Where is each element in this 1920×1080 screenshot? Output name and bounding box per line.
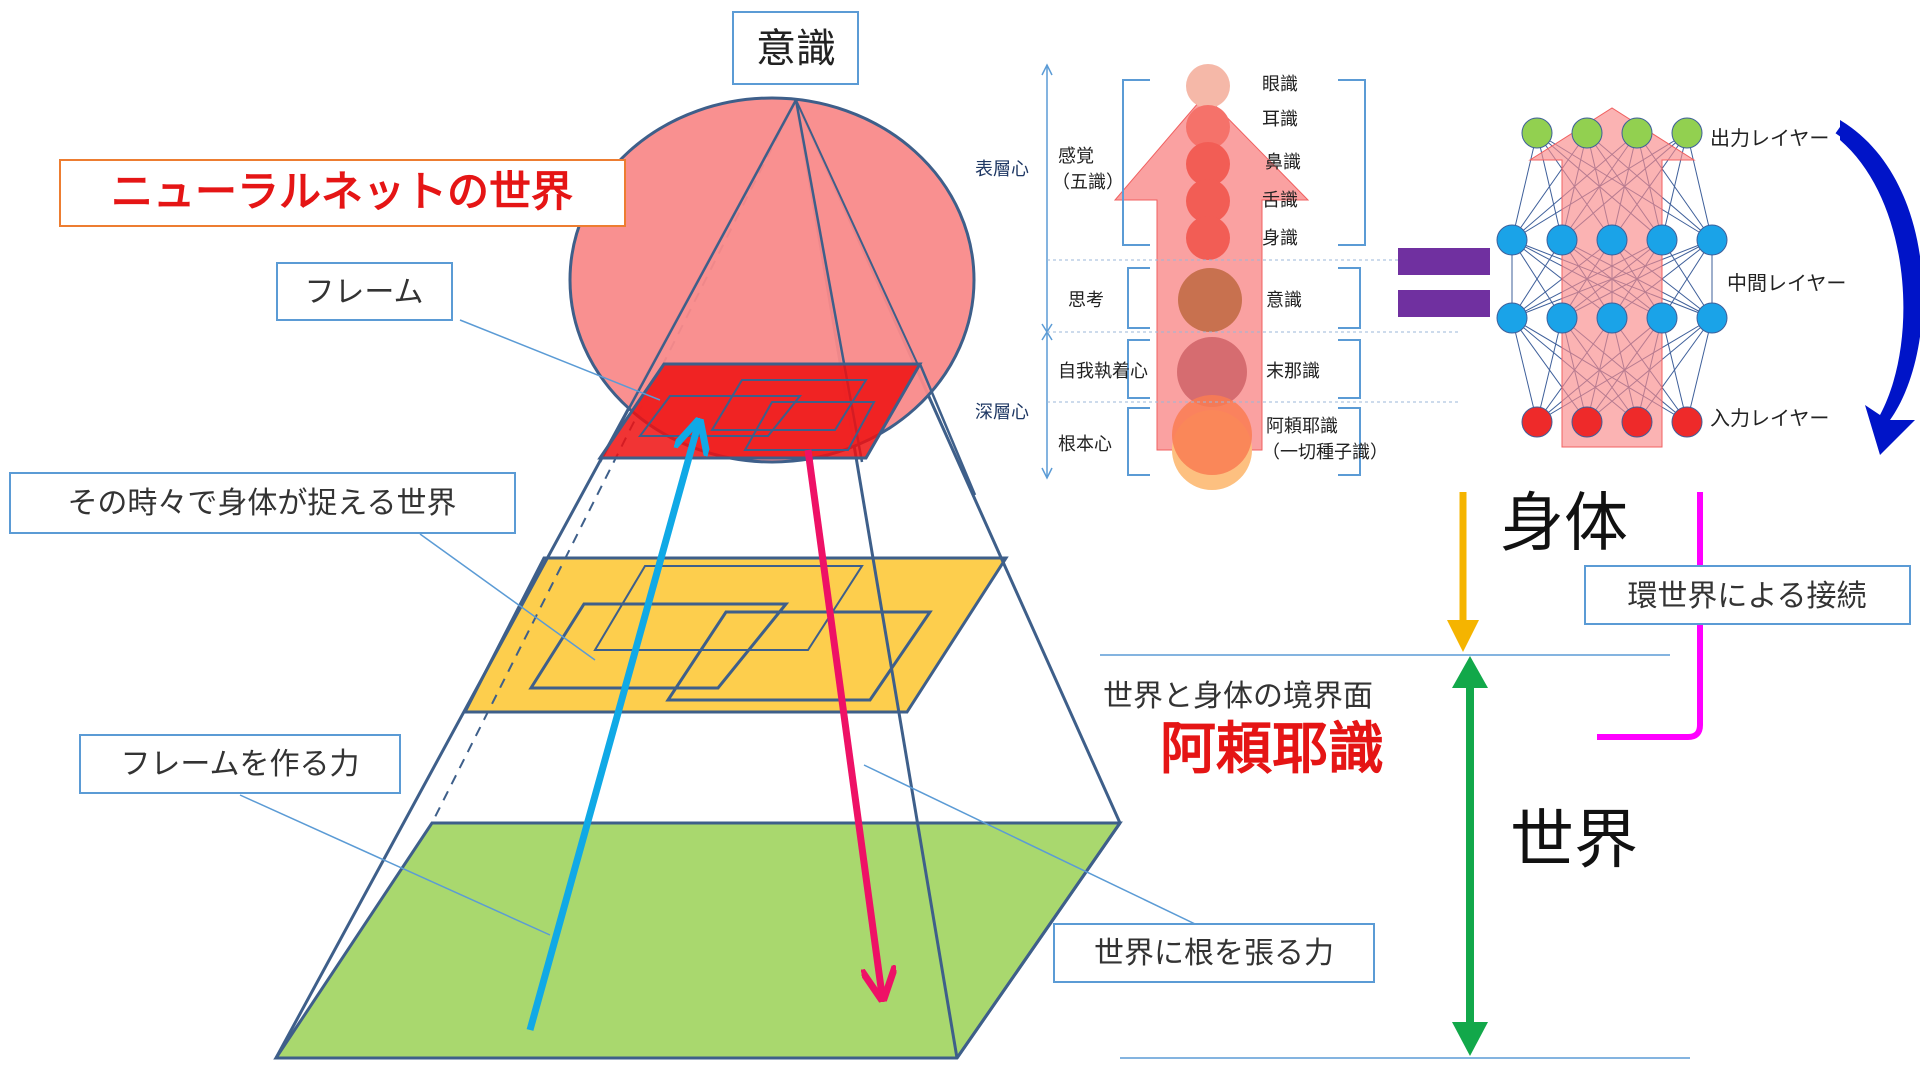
mind-consciousness-label: 意識 — [1266, 290, 1302, 311]
mind-chart: 表層心 深層心 感覚 （五識） 思考 自我執着心 根本心 眼識 耳識 鼻識 舌識… — [975, 63, 1460, 490]
up-arrow-icon — [526, 425, 698, 1031]
nn-node — [1696, 302, 1728, 334]
pyramid — [273, 96, 1123, 1060]
red-frame-3 — [743, 401, 876, 451]
nn-node — [1571, 117, 1603, 149]
environment-connector — [1597, 492, 1703, 740]
deep-mind-label: 深層心 — [975, 402, 1029, 423]
green-world-plane — [273, 821, 1123, 1060]
ear-consciousness-label: 耳識 — [1262, 109, 1298, 130]
nn-connection — [1661, 132, 1688, 241]
nn-node — [1696, 224, 1728, 256]
five-consciousness-label: （五識） — [1052, 172, 1124, 193]
nn-connection — [1511, 317, 1538, 423]
red-frame-2 — [710, 379, 868, 431]
boundary-label: 世界と身体の境界面 — [1103, 679, 1373, 714]
yellow-frame-3 — [665, 610, 933, 702]
eye-consciousness-label: 眼識 — [1262, 74, 1298, 95]
nn-node — [1521, 117, 1553, 149]
nn-node — [1671, 406, 1703, 438]
body-arrow-icon — [1447, 620, 1479, 652]
input-layer-label: 入力レイヤー — [1710, 406, 1829, 430]
ego-mind-label: 自我執着心 — [1058, 361, 1148, 382]
down-arrow-icon — [804, 449, 882, 995]
nn-node — [1646, 302, 1678, 334]
nn-connection — [1511, 132, 1538, 241]
nn-node — [1496, 224, 1528, 256]
nn-node — [1496, 302, 1528, 334]
nn-node — [1646, 224, 1678, 256]
red-frame-1 — [638, 395, 803, 437]
nn-connection — [1536, 317, 1563, 423]
nn-node — [1671, 117, 1703, 149]
consciousness-label: 意識 — [756, 26, 836, 72]
sensation-label: 感覚 — [1058, 146, 1094, 167]
yellow-frame-2 — [593, 565, 864, 651]
equals-icon — [1398, 248, 1490, 317]
root-mind-label: 根本心 — [1058, 434, 1112, 455]
nn-connection — [1686, 132, 1713, 241]
nn-node — [1571, 406, 1603, 438]
alaya-large-label: 阿頼耶識 — [1160, 717, 1384, 782]
output-layer-label: 出力レイヤー — [1710, 126, 1829, 150]
double-arrow-icon — [1452, 656, 1488, 688]
body-label: 身体 — [1500, 487, 1628, 561]
neural-network — [1496, 107, 1728, 448]
nn-node — [1521, 406, 1553, 438]
frame-making-force-label: フレームを作る力 — [120, 747, 359, 782]
nn-node — [1621, 117, 1653, 149]
world-label: 世界 — [1510, 804, 1638, 878]
rooting-force-label: 世界に根を張る力 — [1094, 936, 1334, 971]
yellow-frame-1 — [528, 602, 790, 690]
hidden-layer-label: 中間レイヤー — [1727, 271, 1846, 295]
feedback-arrow-icon — [1840, 120, 1920, 455]
nn-node — [1546, 224, 1578, 256]
nose-consciousness-label: 鼻識 — [1265, 152, 1301, 173]
nn-connection — [1686, 317, 1713, 423]
alaya-small-label: 阿頼耶識 — [1266, 416, 1338, 437]
thought-label: 思考 — [1068, 290, 1104, 311]
tongue-consciousness-label: 舌識 — [1262, 190, 1298, 211]
body-consciousness-label: 身識 — [1262, 228, 1298, 249]
nn-node — [1546, 302, 1578, 334]
surface-mind-label: 表層心 — [975, 159, 1029, 180]
nn-node — [1621, 406, 1653, 438]
frame-label: フレーム — [304, 275, 423, 310]
nn-node — [1596, 224, 1628, 256]
environment-connection-label: 環世界による接続 — [1627, 579, 1866, 614]
neural-world-title: ニューラルネットの世界 — [111, 167, 573, 216]
seed-consciousness-label: （一切種子識） — [1262, 442, 1388, 463]
manas-label: 末那識 — [1266, 361, 1320, 382]
nn-node — [1596, 302, 1628, 334]
momentary-world-label: その時々で身体が捉える世界 — [67, 486, 456, 521]
nn-up-arrow-icon — [1528, 107, 1696, 448]
